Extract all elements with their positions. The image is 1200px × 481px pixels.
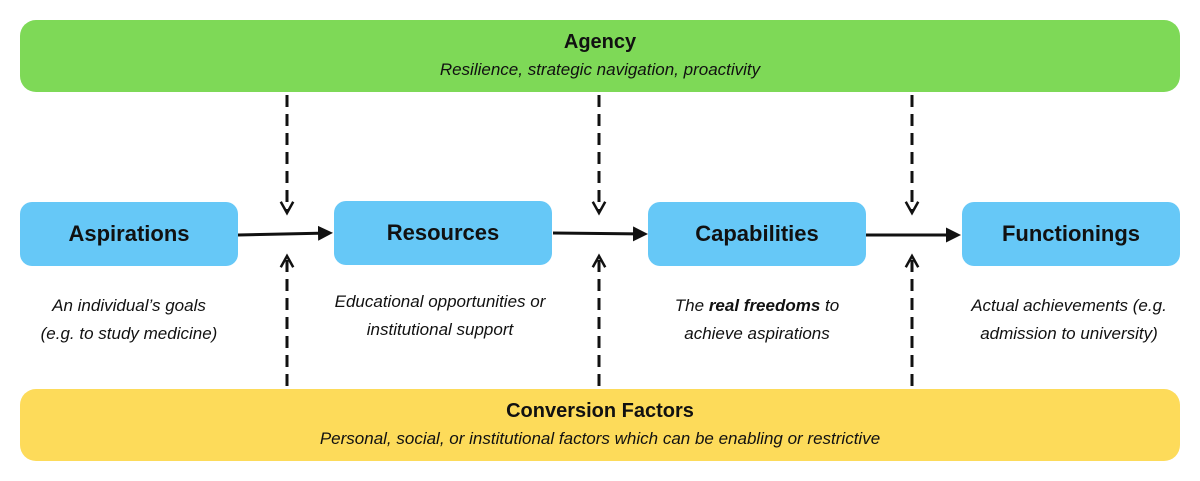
caption-capabilities-post: to [820,296,840,315]
conversion-factors-subtitle: Personal, social, or institutional facto… [319,429,881,448]
caption-aspirations-line2: (e.g. to study medicine) [40,324,218,343]
caption-functionings-line1: Actual achievements (e.g. [971,296,1167,315]
flow-arrow-resources-capabilities [552,226,648,242]
caption-aspirations-line1: An individual’s goals [52,296,206,315]
caption-capabilities-line1: The real freedoms to [637,292,877,320]
caption-capabilities-line2: achieve aspirations [684,324,830,343]
caption-capabilities-pre: The [674,296,709,315]
caption-capabilities: The real freedoms to achieve aspirations [637,292,877,348]
stage-capabilities: Capabilities [648,202,866,266]
caption-resources: Educational opportunities or institution… [320,288,560,344]
caption-functionings: Actual achievements (e.g. admission to u… [944,292,1194,348]
stage-resources: Resources [334,201,552,265]
caption-functionings-line2: admission to university) [980,324,1158,343]
stage-functionings: Functionings [962,202,1180,266]
flow-arrow-aspirations-resources [237,225,333,241]
stage-aspirations: Aspirations [20,202,238,266]
conversion-factors-band: Conversion Factors Personal, social, or … [20,389,1180,461]
conversion-factors-title: Conversion Factors [506,400,694,422]
caption-resources-line1: Educational opportunities or [334,292,546,311]
agency-title: Agency [563,31,637,53]
caption-capabilities-bold: real freedoms [708,296,821,315]
caption-aspirations: An individual’s goals (e.g. to study med… [9,292,249,348]
agency-band: Agency Resilience, strategic navigation,… [20,20,1180,92]
agency-subtitle: Resilience, strategic navigation, proact… [439,60,761,79]
caption-resources-line2: institutional support [366,320,514,339]
